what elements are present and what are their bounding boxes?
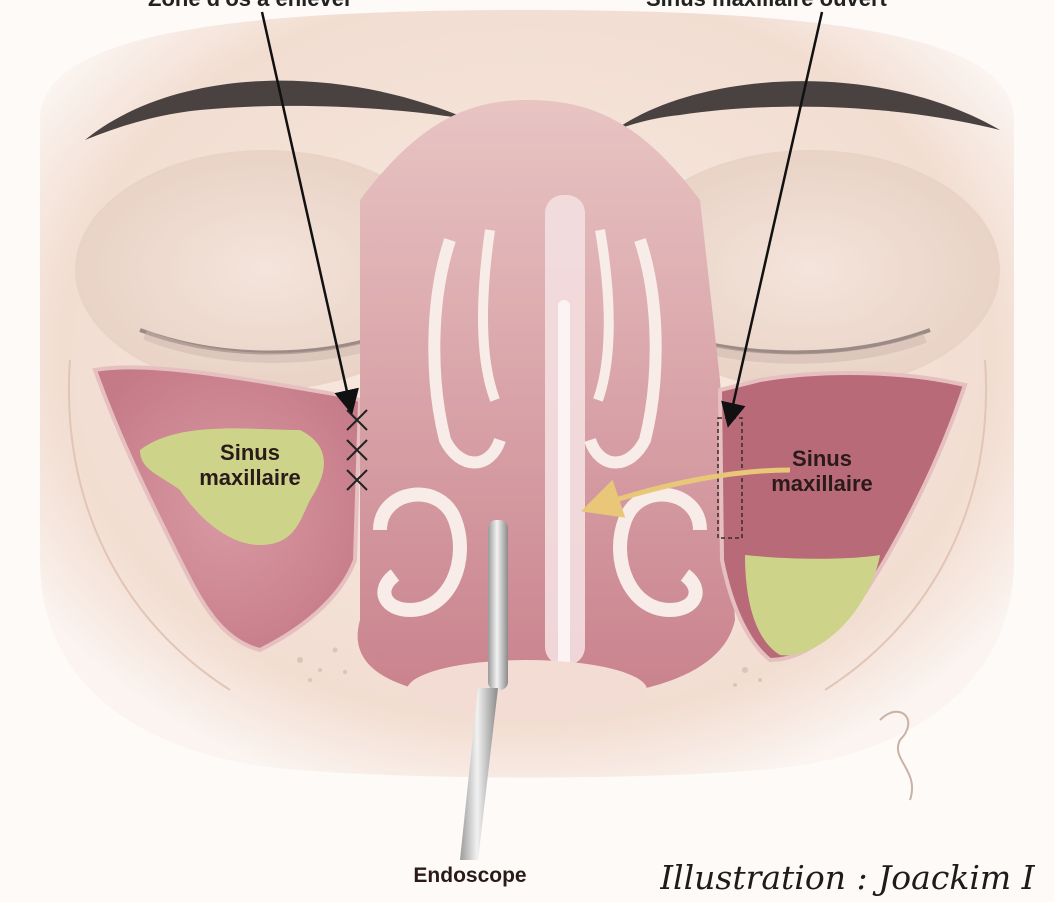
- label-bone-to-remove: Zone d'os à enlever: [148, 0, 353, 11]
- label-left-sinus-line2: maxillaire: [180, 465, 320, 490]
- label-endoscope: Endoscope: [380, 864, 560, 888]
- label-right-sinus-line2: maxillaire: [752, 471, 892, 496]
- label-left-sinus-line1: Sinus: [180, 440, 320, 465]
- label-left-sinus: Sinus maxillaire: [180, 440, 320, 491]
- illustration-credit: Illustration : Joackim I: [660, 858, 1035, 897]
- endoscope-shaft-inner: [488, 520, 508, 690]
- label-sinus-opened: Sinus maxillaire ouvert: [646, 0, 887, 11]
- nostril-area: [407, 660, 647, 720]
- label-right-sinus: Sinus maxillaire: [752, 446, 892, 497]
- label-right-sinus-line1: Sinus: [752, 446, 892, 471]
